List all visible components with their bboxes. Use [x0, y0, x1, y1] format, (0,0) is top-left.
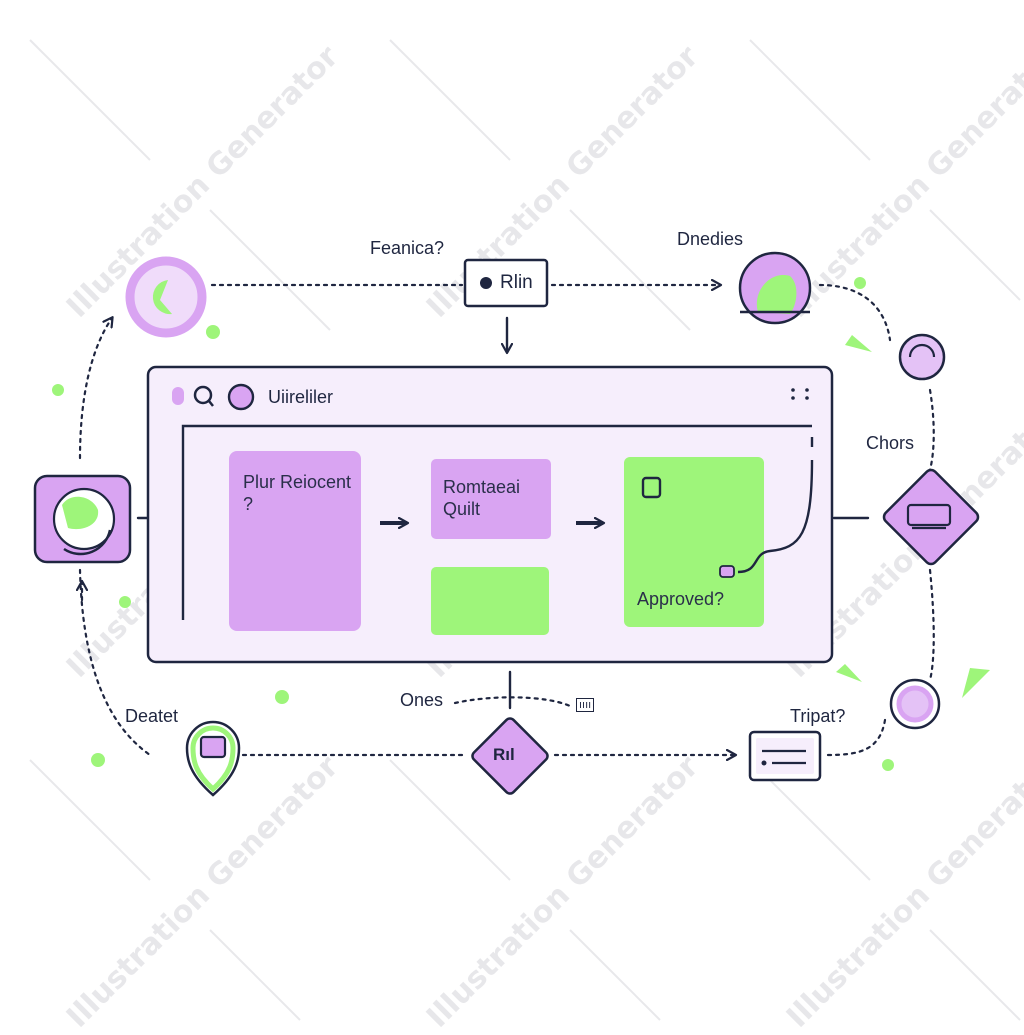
dish-node: [738, 251, 812, 325]
main-window: [146, 365, 834, 664]
pin-node: [185, 720, 241, 797]
bottom-center-label: Ones: [400, 690, 444, 710]
right-side-label: Chors: [866, 433, 915, 453]
stage1-label: Plur Reiocent ?: [243, 472, 352, 514]
bottom-diamond-node: [471, 717, 549, 795]
connector-dish-to-ring: [818, 283, 892, 342]
bottom-card-node: [748, 730, 822, 782]
top-left-circle-node: [125, 256, 207, 338]
connector-ones: [453, 696, 572, 708]
left-square-node: [33, 474, 132, 564]
top-question-label: Feanica?: [370, 238, 445, 258]
top-right-label: Dnedies: [677, 229, 744, 249]
stage3-label: Approved?: [637, 589, 725, 609]
run-button-label: Rlin: [500, 272, 533, 293]
right-diamond-node: [882, 468, 980, 566]
bottom-diamond-label: Rıl: [493, 745, 515, 764]
tiny-tag: ıııı: [576, 698, 595, 712]
bottom-right-label: Tripat?: [790, 706, 846, 726]
connector-to-card: [826, 718, 887, 757]
bottom-left-label: Deatet: [125, 706, 179, 726]
connector-left-down: [78, 568, 152, 757]
connector-left-up: [78, 318, 112, 460]
green-splashes: [52, 277, 990, 771]
ring-node: [898, 333, 946, 381]
connector-diamond-down: [928, 568, 935, 682]
run-box: [463, 258, 549, 308]
dotted-connectors: [78, 283, 935, 757]
window-title: Uiireliler: [268, 387, 334, 407]
bottom-ring-node: [889, 678, 941, 730]
connector-ring-down: [928, 388, 935, 472]
stage2-label: Romtaeai Quilt: [443, 477, 521, 519]
watermark-lines: [29, 39, 1021, 1021]
